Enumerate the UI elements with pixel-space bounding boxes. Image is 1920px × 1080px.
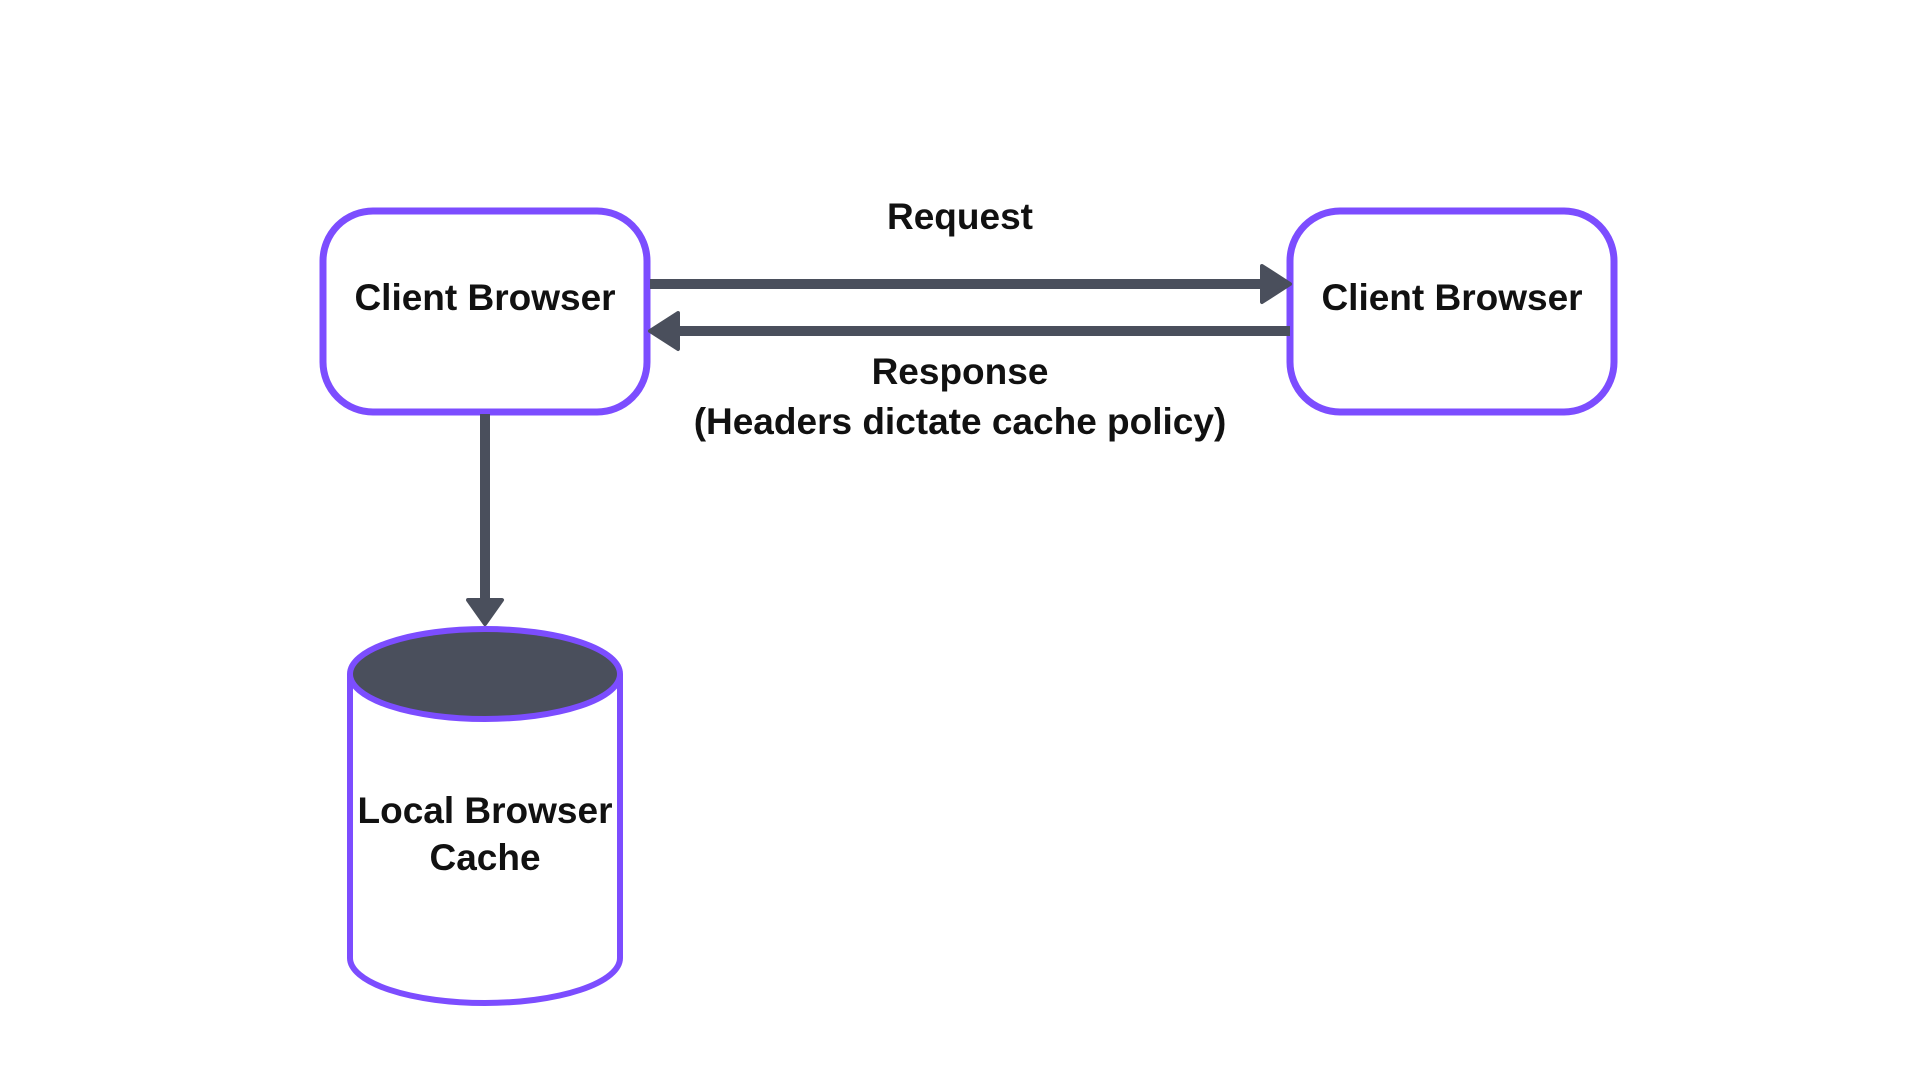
client-browser-left-label: Client Browser: [354, 277, 615, 318]
cache-write-arrowhead: [466, 598, 504, 626]
request-arrowhead: [1260, 264, 1292, 304]
response-label: Response: [872, 351, 1049, 392]
client-browser-right-node: Client Browser: [1286, 207, 1618, 416]
response-sublabel: (Headers dictate cache policy): [694, 401, 1227, 442]
client-browser-left-node: Client Browser: [319, 207, 651, 416]
cache-cylinder-top: [347, 626, 623, 722]
client-browser-left-box: [319, 207, 651, 416]
response-arrowhead: [648, 311, 680, 351]
request-arrow: [650, 264, 1292, 304]
local-browser-cache-node: Local Browser Cache: [347, 626, 623, 1006]
cache-write-arrow: [466, 414, 504, 626]
request-label: Request: [887, 196, 1033, 237]
client-browser-right-box: [1286, 207, 1618, 416]
cache-label-line2: Cache: [429, 837, 540, 878]
client-browser-right-label: Client Browser: [1321, 277, 1582, 318]
cache-label-line1: Local Browser: [358, 790, 613, 831]
cache-cylinder-body: [347, 674, 623, 1006]
response-arrow: [648, 311, 1290, 351]
